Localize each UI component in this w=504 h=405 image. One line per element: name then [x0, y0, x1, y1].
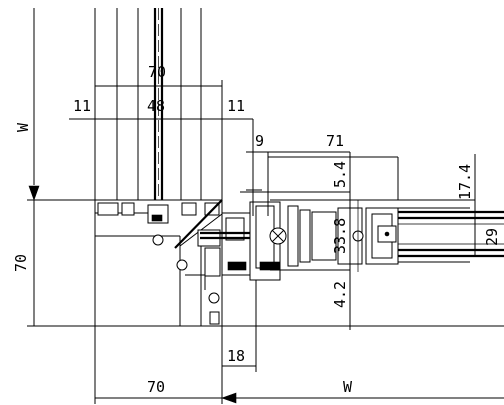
- dim-left-width-label: W: [14, 122, 32, 132]
- glass-pane-vertical: [153, 8, 164, 232]
- bottom-dimensions: 18 70 W: [94, 280, 504, 404]
- dim-top-overall: 70: [148, 63, 166, 81]
- dim-top-inner: 48: [147, 97, 165, 115]
- top-extension-lines: [33, 8, 223, 200]
- dim-right-top: 5.4: [331, 161, 349, 188]
- dim-right-outer: 29: [483, 228, 501, 246]
- frame-profile: [94, 199, 223, 327]
- dim-right-bottom: 4.2: [331, 281, 349, 308]
- dim-top-left-offset: 11: [73, 97, 91, 115]
- dim-right-offset: 9: [255, 132, 264, 150]
- left-width-dimension: W: [14, 122, 40, 201]
- dim-bottom-width-label: W: [343, 378, 353, 396]
- glass-pane-horizontal: [377, 207, 504, 263]
- dim-bottom-width: 70: [147, 378, 165, 396]
- dim-left-height: 70: [12, 254, 30, 272]
- right-dimensions: 9 71 5.4 33.8 4.2 17.4 29: [240, 119, 504, 330]
- top-dimensions: 70 48 11 11: [69, 63, 253, 120]
- dim-top-right-offset: 11: [227, 97, 245, 115]
- dim-bottom-gap: 18: [227, 347, 245, 365]
- dim-right-depth: 71: [326, 132, 344, 150]
- anchor-assembly: [200, 200, 399, 281]
- dim-right-outer-top: 17.4: [456, 164, 474, 200]
- dim-right-height: 33.8: [331, 218, 349, 254]
